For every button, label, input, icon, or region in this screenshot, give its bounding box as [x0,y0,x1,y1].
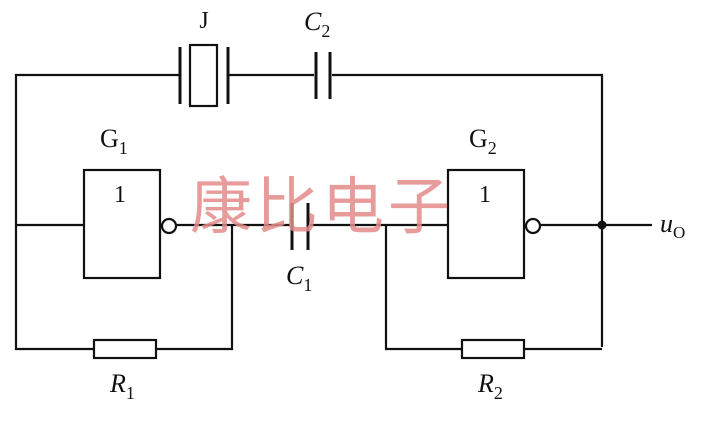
output-junction [597,220,607,230]
g1-sub: 1 [119,138,128,158]
g1-symbol: 1 [114,182,126,208]
output-sub: O [673,223,685,242]
crystal-j: J [178,8,230,108]
g1-label: G1 [100,124,128,158]
r1-sub: 1 [126,383,135,403]
wire-r1-right [156,225,234,351]
g2-letter: G [469,124,488,153]
g2-sub: 2 [488,138,497,158]
g2-symbol: 1 [479,182,491,208]
wire-top-right [332,73,604,347]
c1-label: C1 [286,261,312,295]
c2-label: C2 [304,7,330,41]
wire-r2-left [384,225,462,351]
r2-sub: 2 [494,383,503,403]
g2-label: G2 [469,124,497,158]
c2-sub: 2 [321,21,330,41]
resistor-r2: R2 [460,338,526,403]
wire-left-bottom [14,225,94,351]
output-letter: u [660,209,673,238]
watermark-text: 康比电子 [190,170,454,243]
r1-letter: R [109,369,126,398]
c1-letter: C [286,261,304,290]
wires [14,73,652,351]
capacitor-c1: C1 [286,203,312,295]
wire-top-left [14,73,180,225]
resistor-r1: R1 [92,338,158,403]
crystal-label: J [199,8,208,34]
g1-letter: G [100,124,119,153]
capacitor-c2: C2 [304,7,332,99]
output-label: uO [660,209,685,242]
gate-g1: 1 G1 [82,124,178,280]
gate-g2: 1 G2 [446,124,542,280]
r2-letter: R [477,369,494,398]
r1-label: R1 [109,369,135,403]
c2-letter: C [304,7,322,36]
r2-label: R2 [477,369,503,403]
c1-sub: 1 [303,275,312,295]
